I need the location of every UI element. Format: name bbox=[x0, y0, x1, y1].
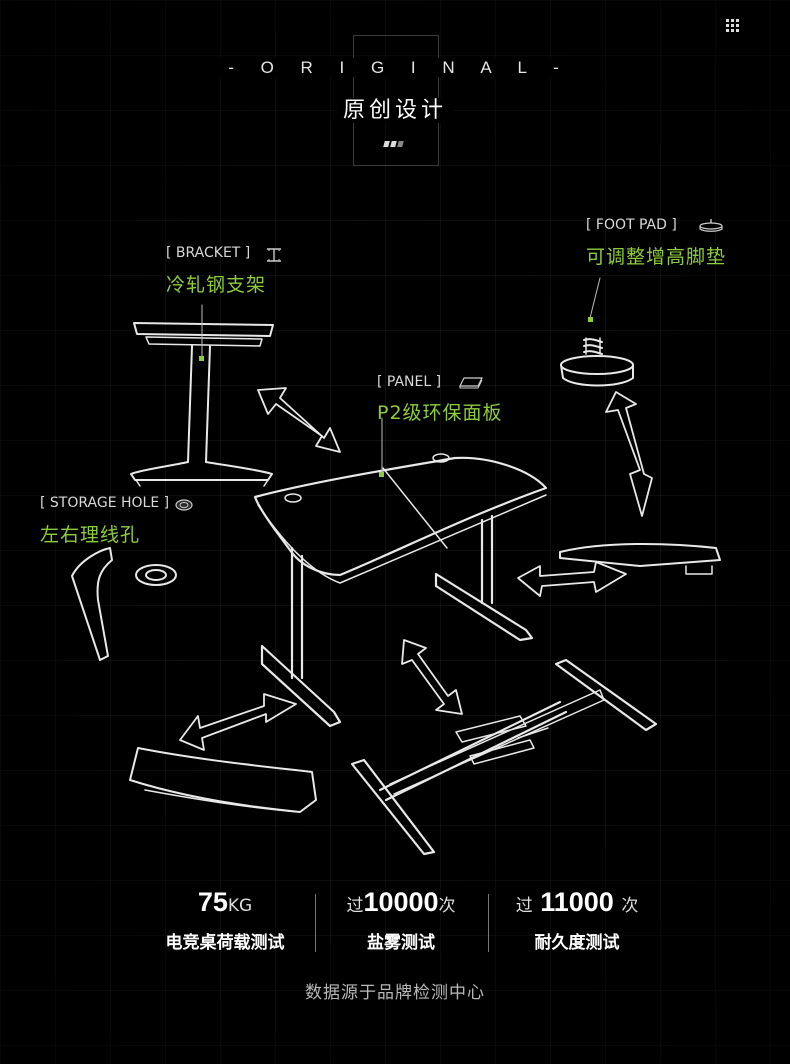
stat-salt-spray: 过10000次 盐雾测试 bbox=[316, 882, 486, 953]
foot-pad-pointer-line bbox=[589, 277, 601, 319]
panel-label-en: [ PANEL ] bbox=[377, 374, 442, 390]
bottom-left-base-sketch bbox=[129, 747, 317, 813]
desk-sketch bbox=[253, 453, 548, 728]
foot-pad-pointer-dot bbox=[588, 317, 593, 322]
stat-divider bbox=[315, 894, 316, 952]
foot-pad-label-en: [ FOOT PAD ] bbox=[586, 217, 677, 233]
foot-pad-sketch bbox=[560, 337, 634, 387]
header-title-en: - O R I G I N A L - bbox=[0, 58, 790, 78]
stat-durability: 过 11000 次 耐久度测试 bbox=[492, 882, 662, 953]
storage-hole-label-zh: 左右理线孔 bbox=[40, 524, 141, 546]
stat-salt-spray-value: 10000 bbox=[363, 887, 439, 917]
stat-salt-spray-prefix: 过 bbox=[346, 896, 364, 916]
stat-durability-unit: 次 bbox=[621, 896, 639, 916]
stat-load: 75KG 电竞桌荷载测试 bbox=[140, 882, 310, 953]
storage-hole-label-en: [ STORAGE HOLE ] bbox=[40, 495, 170, 511]
data-source-note: 数据源于品牌检测中心 bbox=[305, 983, 485, 1003]
bracket-label-en: [ BRACKET ] bbox=[166, 245, 251, 261]
menu-grid-icon[interactable] bbox=[726, 19, 739, 32]
bracket-pointer-dot bbox=[199, 356, 204, 361]
arrow-foot-pad bbox=[605, 391, 653, 517]
grommet-icon bbox=[175, 499, 193, 511]
stat-salt-spray-label: 盐雾测试 bbox=[367, 933, 435, 953]
stat-durability-label: 耐久度测试 bbox=[534, 933, 620, 953]
arrow-bracket bbox=[257, 387, 341, 453]
arrow-right-base bbox=[517, 561, 627, 597]
panel-label-zh: P2级环保面板 bbox=[377, 402, 503, 424]
foot-pad-label-zh: 可调整增高脚垫 bbox=[586, 246, 727, 268]
arrow-left-leg bbox=[179, 693, 297, 751]
stat-load-value: 75 bbox=[197, 887, 228, 917]
bracket-sketch bbox=[130, 304, 274, 487]
stat-salt-spray-unit: 次 bbox=[438, 896, 456, 916]
panel-pointer-dot bbox=[379, 472, 384, 477]
desk-exploded-sketch bbox=[71, 277, 721, 856]
panel-icon bbox=[459, 377, 483, 389]
stats-row: 75KG 电竞桌荷载测试 过10000次 盐雾测试 过 11000 次 耐久度测… bbox=[0, 882, 790, 962]
stat-salt-spray-value-line: 过10000次 bbox=[316, 882, 486, 926]
stat-divider bbox=[488, 894, 489, 952]
stat-load-unit: KG bbox=[227, 896, 253, 916]
stat-durability-value: 11000 bbox=[540, 887, 614, 917]
right-base-sketch bbox=[559, 543, 721, 575]
stat-durability-prefix: 过 bbox=[515, 896, 533, 916]
stat-durability-value-line: 过 11000 次 bbox=[492, 882, 662, 926]
foot-pad-icon bbox=[699, 219, 723, 232]
stat-load-label: 电竞桌荷载测试 bbox=[165, 933, 285, 953]
stat-load-value-line: 75KG bbox=[140, 882, 310, 926]
left-panel-sketch bbox=[71, 547, 177, 661]
header-title-zh: 原创设计 bbox=[0, 92, 790, 124]
frame-sketch bbox=[350, 658, 658, 856]
bracket-label-zh: 冷轧钢支架 bbox=[166, 274, 267, 296]
arrow-frame bbox=[401, 639, 463, 715]
i-beam-icon bbox=[267, 248, 281, 262]
